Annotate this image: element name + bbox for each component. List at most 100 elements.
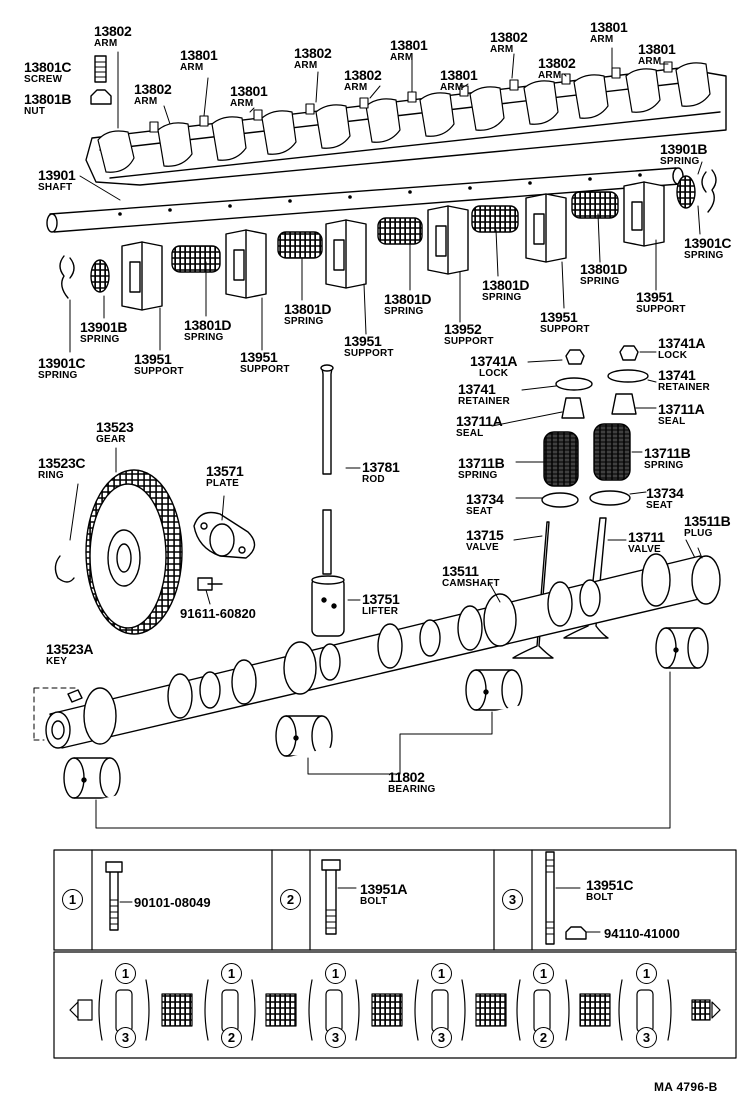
rocker-arm-row — [85, 55, 727, 186]
sequence-bottom-1: 3 — [115, 1027, 136, 1048]
ring-13523c — [54, 555, 75, 583]
screw-thread — [94, 61, 107, 78]
sequence-top-1: 1 — [115, 963, 136, 984]
bolt-13951c — [545, 851, 555, 945]
valve-13715 — [512, 521, 554, 659]
assembly-sequence — [53, 951, 737, 1059]
lifter-13751 — [311, 577, 345, 637]
bearing-4 — [655, 627, 709, 669]
key-circle-1: 1 — [62, 889, 83, 910]
spring-13901b-right — [676, 175, 696, 209]
shaft-springs — [59, 169, 717, 299]
leader-lines-mid — [69, 161, 703, 353]
key-circle-2: 2 — [280, 889, 301, 910]
bearing-bracket — [95, 671, 671, 829]
bolt-table — [53, 849, 737, 951]
support-4 — [427, 205, 469, 275]
support-3 — [325, 219, 367, 289]
retainer-left — [555, 377, 593, 391]
leader-lines-top — [79, 47, 669, 201]
cam-lobes — [83, 553, 671, 745]
retainer-right — [607, 369, 649, 383]
drawing-code: MA 4796-B — [654, 1080, 718, 1094]
lock-left — [565, 349, 585, 365]
nut-94110 — [565, 926, 587, 940]
valve-train-left — [512, 349, 593, 659]
bearing-2 — [275, 715, 333, 757]
pushrod-13781 — [321, 367, 333, 475]
camshaft — [33, 547, 721, 749]
clip-13901c-left — [59, 255, 75, 299]
sequence-top-4: 1 — [431, 963, 452, 984]
spring-d — [471, 205, 519, 233]
support-6 — [623, 181, 665, 247]
spring-e — [571, 191, 619, 219]
part-number-94110: 94110-41000 — [604, 926, 680, 941]
sequence-top-5: 1 — [533, 963, 554, 984]
seal-left — [561, 397, 585, 419]
part-number-90101: 90101-08049 — [134, 895, 211, 910]
timing-gear — [54, 447, 183, 635]
key-13523a — [67, 689, 83, 703]
support-1 — [121, 241, 163, 311]
bearing-1 — [63, 757, 121, 799]
key-bracket — [33, 687, 79, 741]
seal-right — [611, 393, 637, 415]
sequence-top-3: 1 — [325, 963, 346, 984]
sequence-bottom-2: 2 — [221, 1027, 242, 1048]
lock-right — [619, 345, 639, 361]
pushrod-lower — [322, 509, 332, 575]
thrust-plate — [193, 495, 256, 605]
seat-left — [541, 492, 579, 508]
bearing-3 — [465, 669, 523, 711]
sequence-top-2: 1 — [221, 963, 242, 984]
spring-c — [377, 217, 423, 245]
sequence-top-6: 1 — [636, 963, 657, 984]
sequence-bottom-5: 2 — [533, 1027, 554, 1048]
bolt-13951a — [321, 859, 341, 935]
shaft-supports — [121, 181, 665, 311]
nut-13801b — [90, 89, 112, 105]
part-number-91611: 91611-60820 — [180, 606, 256, 621]
key-circle-3: 3 — [502, 889, 523, 910]
plug-13511b — [691, 555, 721, 605]
